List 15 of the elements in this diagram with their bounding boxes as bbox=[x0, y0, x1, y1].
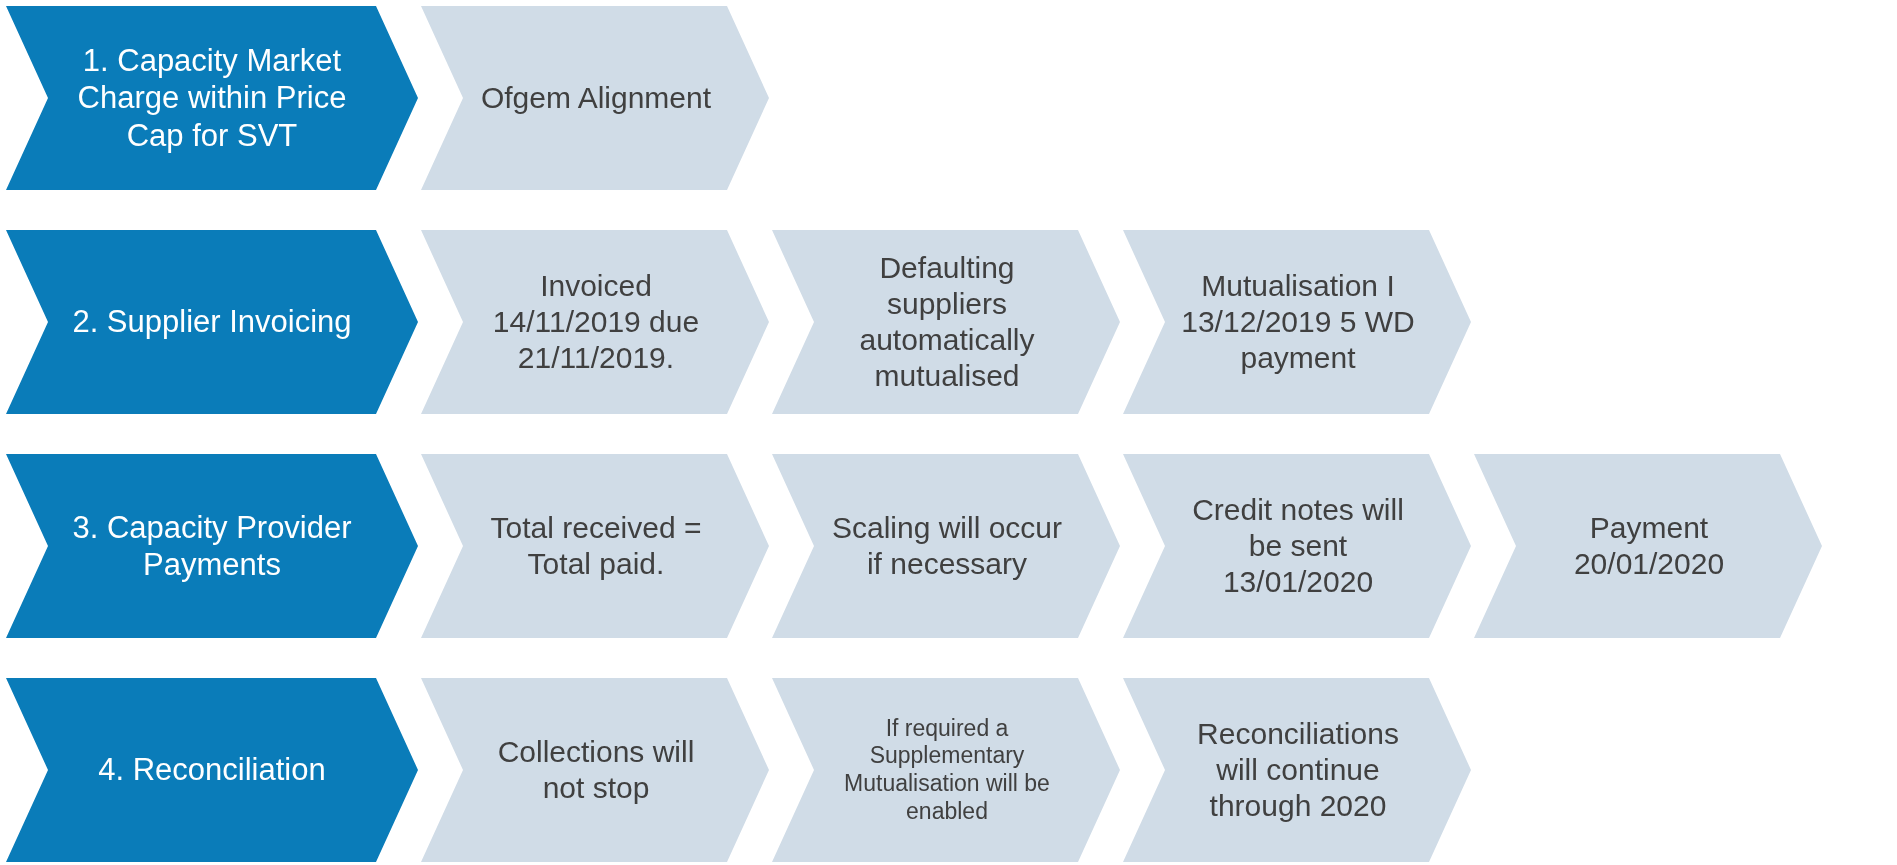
step-text: Total received = Total paid. bbox=[489, 510, 703, 582]
step-text: Collections will not stop bbox=[496, 734, 696, 806]
phase-title: 2. Supplier Invoicing bbox=[72, 303, 352, 341]
step-text: Mutualisation I 13/12/2019 5 WD payment bbox=[1180, 268, 1416, 376]
step-text: Ofgem Alignment bbox=[480, 80, 712, 116]
phase-title: 3. Capacity Provider Payments bbox=[71, 508, 353, 584]
step-text: Defaulting suppliers automatically mutualised bbox=[858, 250, 1036, 394]
step-text: If required a Supplementary Mutualisation will be enabled bbox=[843, 714, 1051, 826]
phase-title: 4. Reconciliation bbox=[98, 751, 326, 789]
step-text: Reconciliations will continue through 2020 bbox=[1196, 716, 1400, 824]
step-text: Invoiced 14/11/2019 due 21/11/2019. bbox=[491, 268, 701, 376]
phase-title: 1. Capacity Market Charge within Price Cap for SVT bbox=[76, 42, 348, 154]
step-text: Credit notes will be sent 13/01/2020 bbox=[1191, 492, 1405, 600]
step-text: Payment 20/01/2020 bbox=[1572, 510, 1726, 582]
step-text: Scaling will occur if necessary bbox=[830, 510, 1064, 582]
